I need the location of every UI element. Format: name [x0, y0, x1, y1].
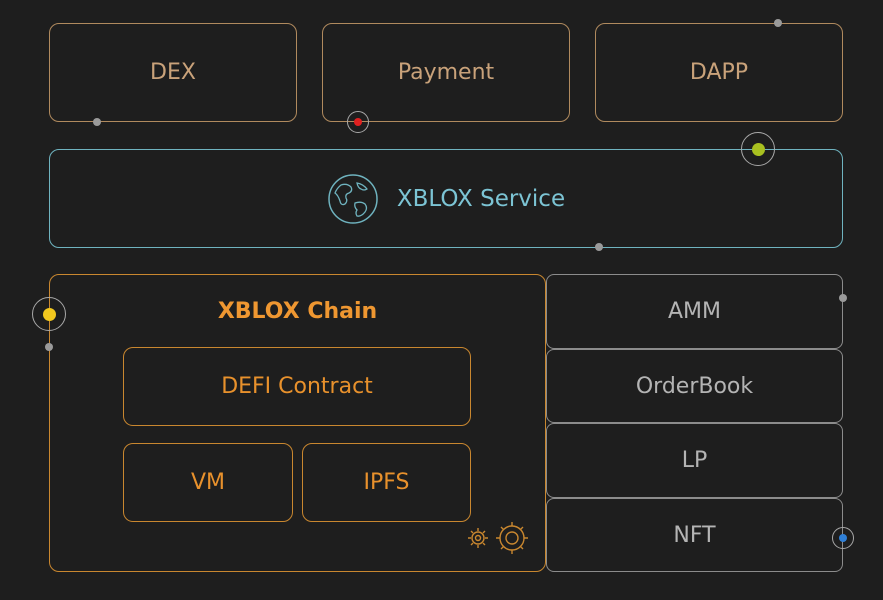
- globe-icon: [328, 173, 378, 224]
- connector-dot: [93, 118, 101, 126]
- side-item-nft: NFT: [546, 498, 843, 572]
- defi-contract-label: DEFI Contract: [221, 374, 373, 399]
- side-item-label: LP: [681, 448, 708, 473]
- vm-label: VM: [190, 470, 226, 495]
- dapp-box: DAPP: [595, 23, 843, 122]
- service-label: XBLOX Service: [396, 185, 566, 212]
- connector-dot: [45, 343, 53, 351]
- connector-dot: [774, 19, 782, 27]
- side-item-orderbook: OrderBook: [546, 349, 843, 423]
- service-content: XBLOX Service: [327, 173, 565, 225]
- side-item-amm: AMM: [546, 274, 843, 349]
- red-node-dot: [347, 111, 369, 133]
- xblox-chain-box: XBLOX Chain: [49, 274, 546, 572]
- connector-dot: [595, 243, 603, 251]
- vm-box: VM: [123, 443, 293, 522]
- side-item-label: OrderBook: [635, 373, 754, 399]
- dapp-label: DAPP: [689, 60, 749, 85]
- yellow-node-dot: [32, 297, 66, 331]
- dex-box: DEX: [49, 23, 297, 122]
- payment-box: Payment: [322, 23, 570, 122]
- gears-icon: [468, 522, 528, 554]
- blue-node-dot: [832, 527, 854, 549]
- payment-label: Payment: [397, 60, 495, 85]
- dex-label: DEX: [150, 60, 196, 85]
- green-node-dot: [741, 132, 775, 166]
- connector-dot: [839, 294, 847, 302]
- side-item-label: AMM: [667, 299, 721, 324]
- side-item-lp: LP: [546, 423, 843, 498]
- chain-title: XBLOX Chain: [217, 299, 378, 324]
- defi-contract-box: DEFI Contract: [123, 347, 471, 426]
- ipfs-box: IPFS: [302, 443, 471, 522]
- ipfs-label: IPFS: [363, 470, 410, 495]
- xblox-service-box: XBLOX Service: [49, 149, 843, 248]
- side-item-label: NFT: [673, 522, 716, 548]
